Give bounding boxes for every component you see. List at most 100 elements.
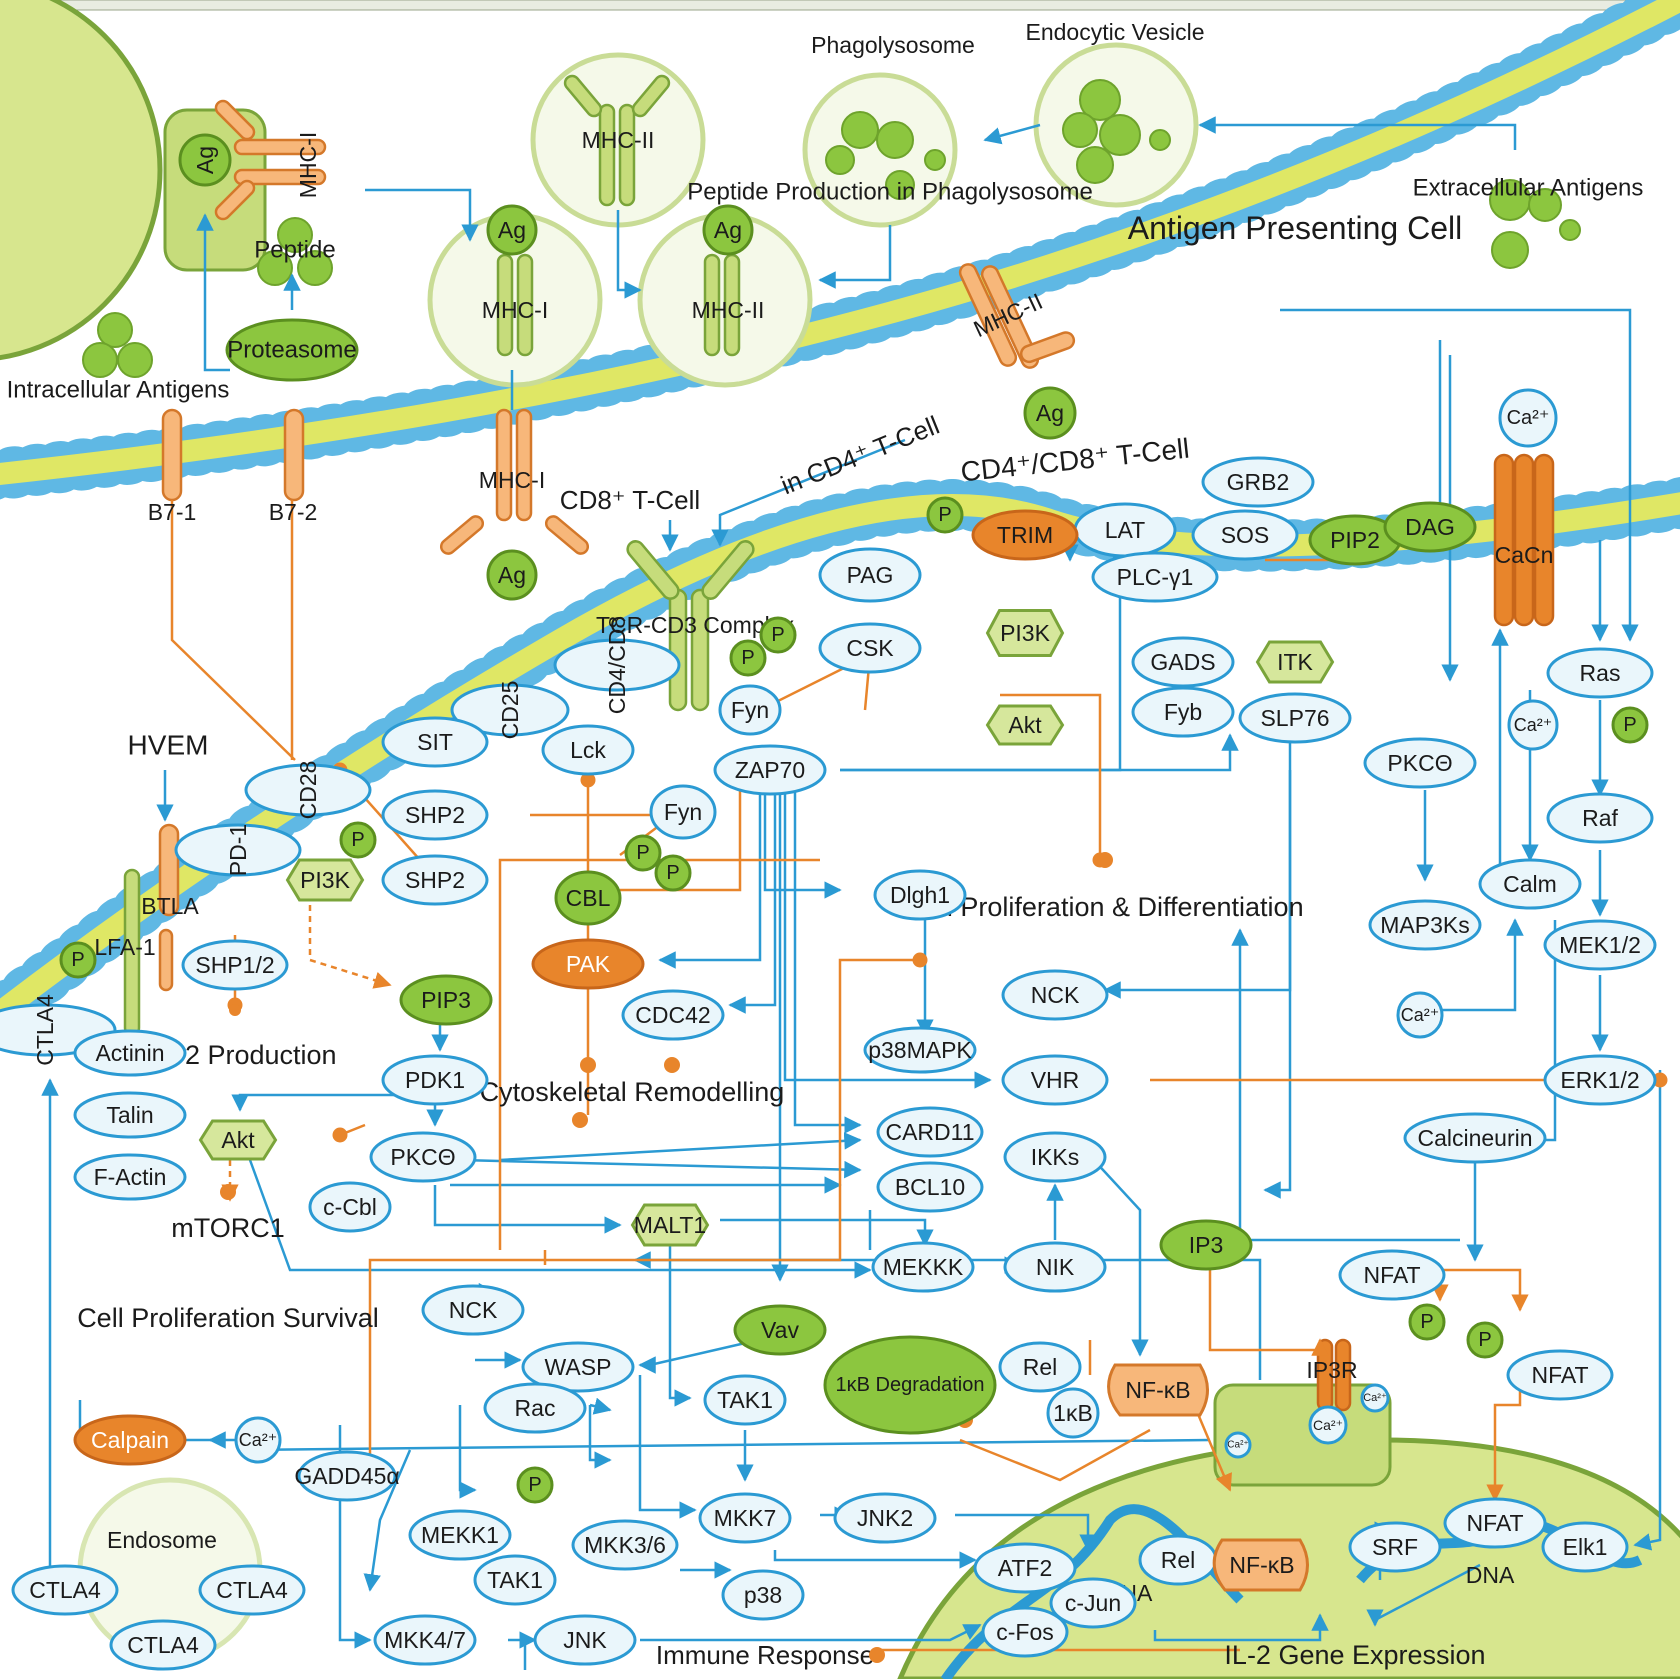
node-malt1: MALT1 <box>630 1203 710 1247</box>
node-rel-a: Rel <box>998 1341 1082 1393</box>
svg-text:P: P <box>666 862 679 884</box>
node-cd4cd8: CD4/CD8 <box>553 616 681 714</box>
calcium-node: Ca²⁺ <box>1396 991 1444 1039</box>
b71-label: B7-1 <box>148 499 197 525</box>
svg-text:CBL: CBL <box>566 885 611 911</box>
svg-text:NF-κB: NF-κB <box>1229 1552 1294 1578</box>
node-nfat-b-label: NFAT <box>1531 1362 1588 1388</box>
node-jnk-label: JNK <box>563 1627 607 1653</box>
mhc2-vesicle-label: MHC-II <box>582 127 655 153</box>
ag-circles <box>178 133 1077 601</box>
node-fyb: Fyb <box>1131 686 1235 738</box>
node-vhr: VHR <box>1001 1054 1109 1106</box>
node-ikks-label: IKKs <box>1031 1144 1080 1170</box>
node-erk12: ERK1/2 <box>1543 1054 1657 1106</box>
svg-text:Ca²⁺: Ca²⁺ <box>1514 715 1553 735</box>
node-atf2: ATF2 <box>973 1542 1077 1594</box>
phospho-p: P <box>759 616 797 654</box>
node-pi3k-b-label: PI3K <box>1000 620 1051 646</box>
node-p38: p38 <box>721 1569 805 1621</box>
node-cd25: CD25 <box>450 681 570 739</box>
endosome-label: Endosome <box>107 1527 217 1553</box>
dna-label-2: DNA <box>1466 1562 1515 1588</box>
node-shp12-label: SHP1/2 <box>195 952 274 978</box>
b72-label: B7-2 <box>269 499 318 525</box>
ip3r-channel <box>1316 1338 1352 1412</box>
svg-text:Ca²⁺: Ca²⁺ <box>1227 1440 1248 1451</box>
node-srf-label: SRF <box>1372 1534 1418 1560</box>
node-proteasome: Proteasome <box>225 318 359 382</box>
svg-text:Ca²⁺: Ca²⁺ <box>239 1430 278 1450</box>
node-nfkb-a: NF-κB <box>1107 1363 1209 1417</box>
node-pd1-label: PD-1 <box>225 824 251 876</box>
node-factin-label: F-Actin <box>94 1164 167 1190</box>
mhc1-vesicle-label: MHC-I <box>482 297 548 323</box>
node-ip3: IP3 <box>1159 1219 1253 1271</box>
node-srf: SRF <box>1348 1521 1442 1573</box>
node-plcg1-label: PLC-γ1 <box>1117 564 1194 590</box>
node-mkk7: MKK7 <box>698 1492 792 1544</box>
node-cjun: c-Jun <box>1049 1577 1137 1629</box>
svg-text:NF-κB: NF-κB <box>1125 1377 1190 1403</box>
node-zap70: ZAP70 <box>713 744 827 796</box>
apc-label: Antigen Presenting Cell <box>1128 210 1462 246</box>
mtorc1-label: mTORC1 <box>171 1213 285 1243</box>
node-akt-a-label: Akt <box>1008 712 1042 738</box>
node-mek12: MEK1/2 <box>1543 919 1657 971</box>
svg-text:1κB Degradation: 1κB Degradation <box>836 1374 985 1396</box>
immune-response-label: Immune Response <box>656 1640 874 1670</box>
node-elk1-label: Elk1 <box>1563 1534 1608 1560</box>
node-nfat-a: NFAT <box>1338 1249 1446 1301</box>
node-talin-label: Talin <box>106 1102 153 1128</box>
node-cbl: CBL <box>554 870 622 926</box>
phospho-p: P <box>654 854 692 892</box>
node-tak1-b-label: TAK1 <box>487 1567 543 1593</box>
node-pip3: PIP3 <box>399 974 493 1026</box>
node-sit: SIT <box>381 716 489 768</box>
node-akt-b-label: Akt <box>221 1127 255 1153</box>
node-nfat-a-label: NFAT <box>1363 1262 1420 1288</box>
node-p38mapk-label: p38MAPK <box>868 1037 972 1063</box>
node-calcineurin-label: Calcineurin <box>1417 1125 1532 1151</box>
node-grb2: GRB2 <box>1201 456 1315 508</box>
node-shp2-a: SHP2 <box>381 789 489 841</box>
svg-text:P: P <box>1623 714 1636 736</box>
node-shp12: SHP1/2 <box>181 939 289 991</box>
node-cd4cd8-label: CD4/CD8 <box>604 616 630 714</box>
node-fyb-label: Fyb <box>1164 699 1202 725</box>
lfa1-label: LFA-1 <box>94 934 155 960</box>
node-shp2-b: SHP2 <box>381 854 489 906</box>
il2-gene-label: IL-2 Gene Expression <box>1224 1640 1485 1670</box>
node-gads-label: GADS <box>1150 649 1215 675</box>
node-pkct-a-label: PKCΘ <box>1387 750 1452 776</box>
node-nfat-b: NFAT <box>1506 1349 1614 1401</box>
top-border <box>0 0 1680 11</box>
node-pi3k-b: PI3K <box>985 609 1065 657</box>
node-pkct-a: PKCΘ <box>1363 737 1477 789</box>
node-grb2-label: GRB2 <box>1227 469 1290 495</box>
svg-text:Ag: Ag <box>1036 400 1064 426</box>
cytoskel-label: Cytoskeletal Remodelling <box>480 1077 785 1107</box>
peptide-label: Peptide <box>254 237 335 264</box>
peptide-prod-label: Peptide Production in Phagolysosome <box>687 179 1093 206</box>
mhc-i-membrane <box>439 408 590 555</box>
node-pdk1: PDK1 <box>381 1054 489 1106</box>
node-lat: LAT <box>1073 502 1177 558</box>
calcium-node: Ca²⁺ <box>1507 699 1559 751</box>
node-ctla4-c: CTLA4 <box>109 1619 217 1671</box>
node-gads: GADS <box>1131 636 1235 688</box>
phagolysosome-label: Phagolysosome <box>811 32 975 58</box>
mhc-i-vesicle <box>496 253 534 357</box>
node-raf: Raf <box>1546 792 1654 844</box>
node-nck-b: NCK <box>421 1284 525 1336</box>
costim-ligands <box>158 408 305 992</box>
svg-text:IP3: IP3 <box>1189 1232 1224 1258</box>
node-itk-label: ITK <box>1277 649 1313 675</box>
node-cdc42-label: CDC42 <box>635 1002 710 1028</box>
svg-text:Ca²⁺: Ca²⁺ <box>1401 1005 1440 1025</box>
blue-arrows <box>41 116 1662 1670</box>
node-mkk47-label: MKK4/7 <box>384 1627 466 1653</box>
cd4cd8-label: CD4⁺/CD8⁺ T-Cell <box>959 433 1191 488</box>
